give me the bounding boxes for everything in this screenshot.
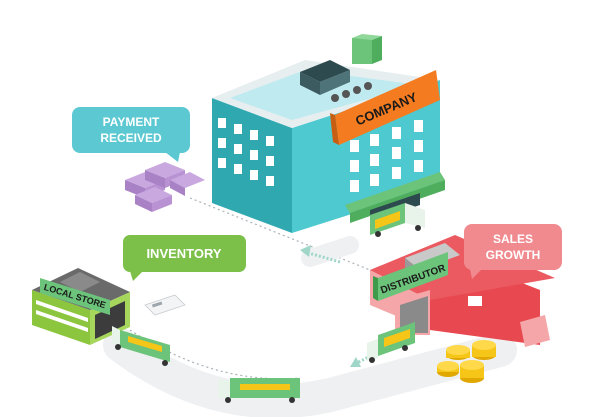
payment-received-label-line1: PAYMENT bbox=[103, 115, 160, 129]
payment-card-icon bbox=[144, 294, 186, 316]
truck-road bbox=[218, 378, 300, 403]
coin-stack-icon bbox=[437, 340, 496, 383]
sales-growth-label-line2: GROWTH bbox=[486, 248, 541, 262]
inventory-bubble: INVENTORY bbox=[123, 235, 246, 281]
money-stack-icon bbox=[125, 162, 205, 212]
company-building bbox=[212, 34, 445, 233]
inventory-label: INVENTORY bbox=[146, 246, 221, 261]
payment-received-label-line2: RECEIVED bbox=[100, 131, 162, 145]
flow-arrow-to-company bbox=[300, 245, 341, 264]
truck-distributor bbox=[367, 322, 415, 363]
truck-store bbox=[112, 326, 170, 366]
payment-received-bubble: PAYMENT RECEIVED bbox=[72, 107, 190, 162]
sales-growth-label-line1: SALES bbox=[493, 232, 533, 246]
sales-growth-bubble: SALES GROWTH bbox=[464, 224, 562, 279]
truck-company-dock bbox=[370, 203, 425, 237]
